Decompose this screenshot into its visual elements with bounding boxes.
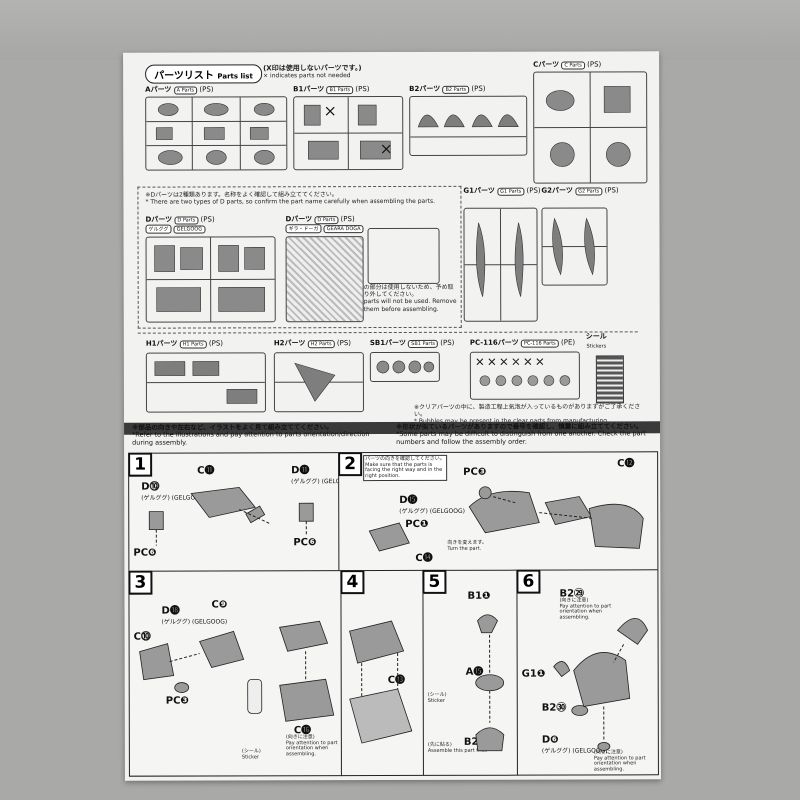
runner-g1-drawing <box>464 208 537 321</box>
runner-b2 <box>409 95 528 156</box>
runner-a-drawing <box>146 97 287 170</box>
runner-c-label: Cパーツ C Parts (PS) <box>533 60 602 70</box>
step-3-drawing <box>139 620 335 722</box>
step-5-drawing <box>475 614 505 752</box>
runner-d-gearadoga-part <box>367 227 440 285</box>
runner-h1-label: H1パーツ H1 Parts (PS) <box>145 339 224 349</box>
step-2-panel: 2 パーツの向きを確認してください。Make sure that the par… <box>338 451 659 573</box>
runner-sb1 <box>369 351 440 383</box>
parts-list-title: パーツリスト Parts list <box>145 64 262 84</box>
similar-parts-warning: ※形状が似ているパーツがありますので番号を確認し、慎重に組み立ててください。 *… <box>396 422 646 446</box>
runner-c-drawing <box>534 72 647 183</box>
runner-h2 <box>273 352 364 413</box>
runner-a-label: Aパーツ A Parts (PS) <box>145 85 214 95</box>
runner-h1 <box>145 352 266 413</box>
instruction-sheet: パーツリスト Parts list (X印は使用しないパーツです。) × ind… <box>123 51 661 781</box>
runner-pc116-label: PC-116パーツ PC-116 Parts (PE) <box>469 338 576 348</box>
step-1-panel: 1 D⓾(ゲルググ) (GELGOOG) C⓫ D⓫(ゲルググ) (GELGOO… <box>128 452 357 573</box>
step-4-panel: 4 C⓭ <box>340 569 425 777</box>
runner-pc116 <box>469 351 580 400</box>
divider <box>137 331 638 335</box>
step-6-panel: 6 B2㉙ (向きに注意)Pay attention to part orien… <box>516 569 659 776</box>
runner-c <box>533 71 648 184</box>
runner-b1-label: B1パーツ B1 Parts (PS) <box>293 85 370 95</box>
orientation-warning: ※部品の向きや左右など、イラストをよく見て組み立ててください。 *Refer t… <box>132 423 370 447</box>
unused-parts-note: (X印は使用しないパーツです。) × indicates parts not n… <box>263 64 362 80</box>
runner-b1 <box>293 95 404 171</box>
unused-area-note: の部分は使用しないため、予め取り外してください。 parts will not … <box>363 283 457 313</box>
runner-g1 <box>463 207 538 322</box>
runner-h1-drawing <box>146 361 265 404</box>
step-5-panel: 5 B1❶ A⓯ B2⓲ (シール)Sticker (先に貼る)Assemble… <box>422 569 519 776</box>
step-3-panel: 3 D⓲(ゲルググ) (GELGOOG) C❾ C⓾ PC❸ C⓰ (向きに注意… <box>128 570 343 777</box>
step-2-drawing <box>368 486 644 552</box>
runner-sb1-label: SB1パーツ SB1 Parts (PS) <box>369 338 455 348</box>
runner-pc116-drawing <box>476 358 571 387</box>
runner-d-gelgoog <box>145 236 276 323</box>
runner-a <box>145 96 288 171</box>
runner-h2-label: H2パーツ H2 Parts (PS) <box>273 339 352 349</box>
runner-h2-drawing <box>274 362 363 402</box>
runner-g2 <box>541 207 608 286</box>
table-surface <box>0 0 800 60</box>
step-1-drawing <box>148 486 314 546</box>
runner-g1-label: G1パーツ G1 Parts (PS) <box>463 186 541 196</box>
step-4-drawing <box>349 620 413 744</box>
runner-g2-label: G2パーツ G2 Parts (PS) <box>541 186 619 196</box>
runner-b2-drawing <box>410 114 527 138</box>
runner-d-gearadoga-label: Dパーツ D Parts (PS) ギラ・ドーガ GEARA DOGA <box>285 214 364 234</box>
runner-d-gearadoga <box>285 236 364 323</box>
runner-b1-drawing <box>294 97 403 170</box>
step-6-drawing <box>553 617 649 751</box>
runner-sb1-drawing <box>376 360 435 374</box>
runner-d-gelgoog-drawing <box>146 237 275 322</box>
sticker-sheet <box>595 355 624 404</box>
runner-d-gelgoog-label: Dパーツ D Parts (PS) ゲルググ GELGOOG <box>145 215 215 234</box>
runner-b2-label: B2パーツ B2 Parts (PS) <box>409 84 486 94</box>
d-parts-notice: ※Dパーツは2種類あります。名称をよく確認して組み立ててください。 * Ther… <box>145 191 436 206</box>
runner-g2-drawing <box>542 217 607 276</box>
